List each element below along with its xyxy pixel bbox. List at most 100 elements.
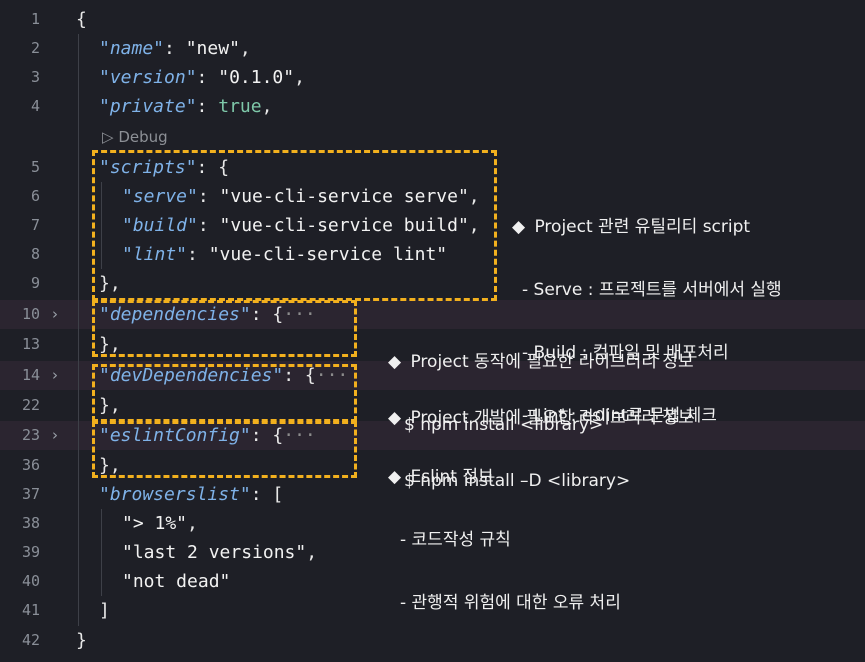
code-line[interactable]: 7 "build": "vue-cli-service build",: [0, 211, 865, 240]
code-line[interactable]: 9},: [0, 269, 865, 298]
code-text: "name": "new",: [99, 34, 251, 63]
line-number: 8: [30, 245, 40, 263]
line-number: 10: [21, 305, 40, 323]
code-line[interactable]: 23 › "eslintConfig": {···: [0, 421, 865, 450]
line-number: 42: [21, 631, 40, 649]
code-text: },: [99, 391, 121, 420]
code-line[interactable]: 1{: [0, 5, 865, 34]
line-number: 14: [21, 366, 40, 384]
code-line[interactable]: 37 "browserslist": [: [0, 480, 865, 509]
code-token: "0.1.0": [218, 67, 295, 88]
code-token: "serve": [122, 186, 198, 207]
code-line[interactable]: 8 "lint": "vue-cli-service lint": [0, 240, 865, 269]
code-token: "build": [122, 215, 198, 236]
dependencies-note-title: ◆ Project 동작에 필요한 라이브러리 정보: [388, 352, 694, 372]
fold-chevron-icon[interactable]: ›: [52, 366, 58, 384]
code-token: ,: [468, 186, 480, 207]
code-token: "> 1%": [122, 513, 188, 534]
line-number: 13: [21, 335, 40, 353]
code-text: },: [99, 330, 121, 359]
code-token: "vue-cli-service build": [219, 215, 469, 236]
debug-codelens-label: Debug: [118, 128, 168, 146]
code-token: :: [196, 67, 219, 88]
code-token: "private": [99, 96, 197, 117]
code-line[interactable]: 42}: [0, 626, 865, 655]
code-token: :: [187, 244, 209, 265]
code-token: :: [196, 96, 219, 117]
code-text: "dependencies": {···: [99, 300, 316, 329]
scripts-note-title: ◆ Project 관련 유틸리티 script: [512, 217, 751, 237]
line-number: 9: [30, 274, 40, 292]
code-line[interactable]: 6 "serve": "vue-cli-service serve",: [0, 182, 865, 211]
fold-chevron-icon[interactable]: ›: [52, 305, 58, 323]
code-token: ,: [261, 96, 273, 117]
dev-dependencies-highlight-box: [92, 364, 357, 422]
code-token: "new": [185, 38, 240, 59]
code-line[interactable]: 13},: [0, 330, 865, 359]
code-token: :: [197, 215, 220, 236]
code-token: : [: [250, 484, 284, 505]
code-text: }: [76, 626, 87, 655]
eslint-note: ◆ Eslint 정보 - 코드작성 규칙 - 관행적 위험에 대한 오류 처리: [388, 425, 621, 635]
code-line[interactable]: 3"version": "0.1.0",: [0, 63, 865, 92]
code-line[interactable]: 41]: [0, 596, 865, 625]
code-token: : {: [250, 304, 284, 325]
line-number: 23: [21, 426, 40, 444]
code-line[interactable]: 40 "not dead": [0, 567, 865, 596]
code-text: "serve": "vue-cli-service serve",: [122, 182, 480, 211]
code-line[interactable]: 4 "private": true,: [0, 92, 865, 121]
code-text: "last 2 versions",: [122, 538, 317, 567]
code-token: true: [218, 96, 262, 117]
code-token: :: [164, 38, 186, 59]
code-token: "not dead": [122, 571, 231, 592]
code-token: "browserslist": [99, 484, 251, 505]
code-text: "> 1%",: [122, 509, 198, 538]
code-text: "not dead": [122, 567, 230, 596]
code-token: ,: [468, 215, 480, 236]
line-number: 4: [30, 97, 40, 115]
code-token: },: [99, 273, 121, 294]
code-token: ,: [306, 542, 318, 563]
code-text: "build": "vue-cli-service build",: [122, 211, 480, 240]
scripts-note-item: - Serve : 프로젝트를 서버에서 실행: [522, 280, 782, 300]
dependencies-highlight-box: [92, 300, 357, 357]
line-number: 5: [30, 158, 40, 176]
code-token: : {: [283, 365, 316, 386]
code-line[interactable]: 22},: [0, 391, 865, 420]
code-text: "scripts": {: [99, 153, 229, 182]
line-number: 6: [30, 187, 40, 205]
line-number: 36: [21, 456, 40, 474]
code-line[interactable]: 2"name": "new",: [0, 34, 865, 63]
code-token: "last 2 versions": [122, 542, 307, 563]
code-line[interactable]: 39"last 2 versions",: [0, 538, 865, 567]
debug-codelens[interactable]: ▷ Debug: [102, 126, 168, 148]
code-token: : {: [250, 425, 284, 446]
code-line[interactable]: 5 "scripts": {: [0, 153, 865, 182]
code-line[interactable]: 36},: [0, 451, 865, 480]
fold-chevron-icon[interactable]: ›: [52, 426, 58, 444]
line-number: 38: [21, 514, 40, 532]
code-token: ···: [283, 425, 316, 446]
eslint-note-title: ◆ Eslint 정보: [388, 467, 494, 487]
line-number: 40: [21, 572, 40, 590]
line-number: 41: [21, 601, 40, 619]
code-token: :: [197, 186, 220, 207]
code-token: "dependencies": [99, 304, 251, 325]
line-number: 22: [21, 396, 40, 414]
code-text: "eslintConfig": {···: [99, 421, 316, 450]
code-text: "lint": "vue-cli-service lint": [122, 240, 447, 269]
code-token: ···: [315, 365, 349, 386]
code-token: ···: [283, 304, 316, 325]
code-token: "scripts": [99, 157, 197, 178]
code-token: ,: [239, 38, 251, 59]
line-number: 37: [21, 485, 40, 503]
code-token: ,: [187, 513, 198, 534]
code-line[interactable]: 38 "> 1%",: [0, 509, 865, 538]
code-line[interactable]: 10 › "dependencies": {···: [0, 300, 865, 329]
line-number: 7: [30, 216, 40, 234]
indent-guide: [101, 182, 102, 269]
code-token: "vue-cli-service serve": [219, 186, 469, 207]
play-icon: ▷: [102, 128, 114, 146]
code-text: "browserslist": [: [99, 480, 283, 509]
